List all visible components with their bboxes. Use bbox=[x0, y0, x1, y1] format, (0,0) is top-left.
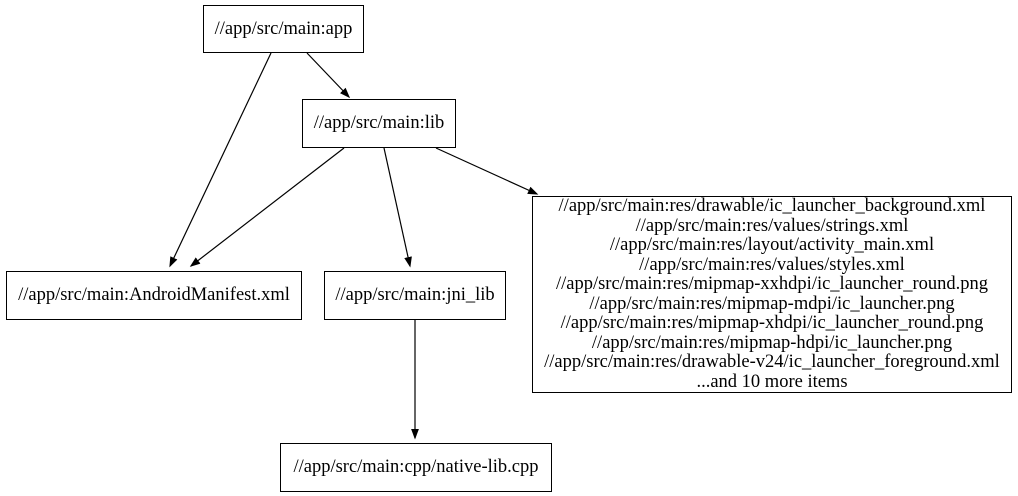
node-jni-lib: //app/src/main:jni_lib bbox=[324, 271, 506, 320]
edge-app-to-lib bbox=[306, 52, 351, 99]
resource-line-more: ...and 10 more items bbox=[696, 371, 848, 392]
node-lib: //app/src/main:lib bbox=[302, 99, 456, 148]
node-native-lib-label: //app/src/main:cpp/native-lib.cpp bbox=[293, 457, 539, 477]
resource-line: //app/src/main:res/values/styles.xml bbox=[639, 254, 905, 275]
resource-line: //app/src/main:res/drawable-v24/ic_launc… bbox=[544, 352, 1000, 372]
edge-lib-to-jni-lib bbox=[383, 147, 412, 268]
resource-line: //app/src/main:res/mipmap-hdpi/ic_launch… bbox=[591, 332, 953, 353]
node-app: //app/src/main:app bbox=[203, 5, 364, 53]
node-android-manifest-label: //app/src/main:AndroidManifest.xml bbox=[18, 285, 290, 305]
node-native-lib: //app/src/main:cpp/native-lib.cpp bbox=[280, 443, 552, 492]
resource-line: //app/src/main:res/values/strings.xml bbox=[635, 215, 909, 236]
resource-line: //app/src/main:res/mipmap-mdpi/ic_launch… bbox=[589, 293, 955, 314]
node-android-manifest: //app/src/main:AndroidManifest.xml bbox=[6, 271, 302, 320]
node-lib-label: //app/src/main:lib bbox=[313, 113, 445, 133]
resource-line: //app/src/main:res/mipmap-xxhdpi/ic_laun… bbox=[555, 274, 989, 294]
node-app-label: //app/src/main:app bbox=[214, 18, 353, 39]
resource-line: //app/src/main:res/drawable/ic_launcher_… bbox=[558, 196, 986, 216]
node-resources: //app/src/main:res/drawable/ic_launcher_… bbox=[532, 196, 1012, 393]
resource-line: //app/src/main:res/layout/activity_main.… bbox=[609, 235, 935, 255]
node-jni-lib-label: //app/src/main:jni_lib bbox=[335, 285, 495, 305]
edge-lib-to-android-manifest bbox=[189, 147, 345, 267]
edge-app-to-android-manifest bbox=[169, 52, 272, 268]
resource-line: //app/src/main:res/mipmap-xhdpi/ic_launc… bbox=[560, 313, 984, 333]
edge-lib-to-resources bbox=[435, 147, 539, 195]
